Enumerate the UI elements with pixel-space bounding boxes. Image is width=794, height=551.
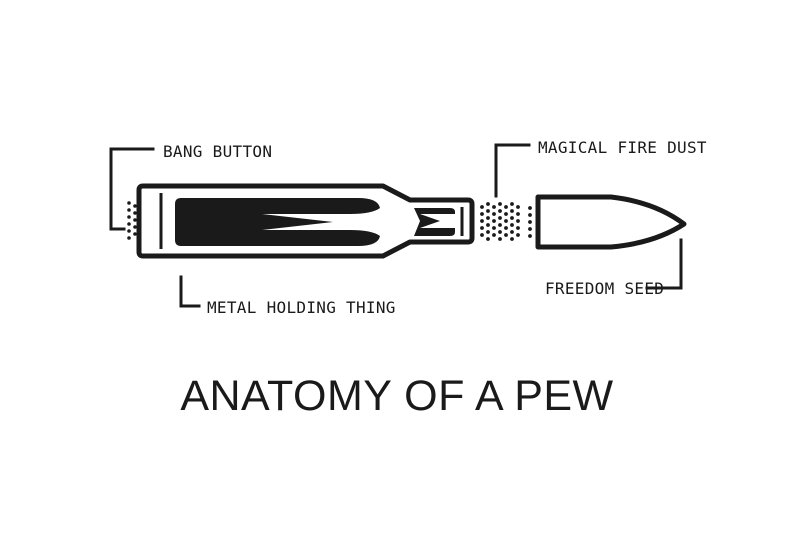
case-neck-detail <box>414 208 455 236</box>
metal-holding-thing-label: METAL HOLDING THING <box>207 298 396 317</box>
bullet <box>535 194 687 250</box>
primer-dots <box>127 201 137 240</box>
magical-fire-dust-leader <box>494 143 531 198</box>
freedom-seed-leader <box>645 238 683 290</box>
magical-fire-dust-label: MAGICAL FIRE DUST <box>538 138 707 157</box>
powder-dots <box>480 202 532 241</box>
case-outline <box>136 183 475 259</box>
powder-chamber <box>175 198 380 246</box>
metal-holding-thing-leader <box>179 275 201 308</box>
bang-button-leader <box>109 147 155 231</box>
freedom-seed-label: FREEDOM SEED <box>545 279 664 298</box>
cartridge-case <box>136 183 475 259</box>
page-title: ANATOMY OF A PEW <box>180 372 614 420</box>
bang-button-label: BANG BUTTON <box>163 142 272 161</box>
